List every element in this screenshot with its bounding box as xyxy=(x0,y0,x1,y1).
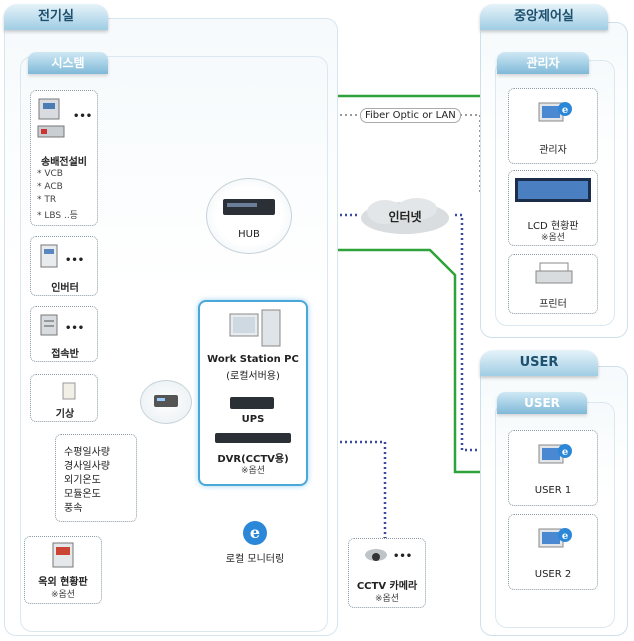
electric-room-tab: 전기실 xyxy=(4,4,108,30)
dvr-icon xyxy=(215,433,291,443)
internet-label: 인터넷 xyxy=(388,210,422,224)
cctv-label: CCTV 카메라 xyxy=(356,581,418,592)
inverter-box[interactable]: ••• 인버터 xyxy=(30,236,98,296)
dots-1: ••• xyxy=(73,111,93,122)
outdoor-board-label: 옥외 현황판 xyxy=(38,577,88,588)
dots-4: ••• xyxy=(393,551,413,562)
switchgear-box[interactable]: ••• 송배전설비 * VCB * ACB * TR * LBS ..등 xyxy=(30,90,98,226)
admin-pc-icon: e xyxy=(538,102,572,122)
cctv-icon xyxy=(365,549,387,561)
printer-icon xyxy=(535,262,573,284)
server-frame: Work Station PC (로컬서버용) UPS DVR(CCTV용) ※… xyxy=(198,300,308,486)
dvr-label: DVR(CCTV용) xyxy=(217,454,289,465)
media-converter[interactable] xyxy=(140,380,192,424)
browser-icon[interactable]: e xyxy=(240,518,270,548)
weather-sensor-icon xyxy=(62,382,76,400)
admin-tab: 관리자 xyxy=(497,52,589,74)
user-inner-tab: USER xyxy=(497,392,587,414)
user1-box[interactable]: e USER 1 xyxy=(508,430,598,506)
inverter-icon xyxy=(40,244,58,268)
switchgear-item-3: * TR xyxy=(37,195,57,205)
svg-text:e: e xyxy=(562,531,568,542)
lcd-label: LCD 현황판 xyxy=(527,221,579,232)
weather-items-box: 수평일사량 경사일사량 외기온도 모듈온도 풍속 xyxy=(55,434,137,522)
junction-box[interactable]: ••• 접속반 xyxy=(30,306,98,362)
dots-3: ••• xyxy=(65,323,85,334)
converter-icon xyxy=(154,395,178,407)
user1-pc-icon: e xyxy=(538,444,572,464)
hub-label: HUB xyxy=(238,229,260,240)
lcd-option: ※옵션 xyxy=(540,233,566,243)
user2-pc-icon: e xyxy=(538,528,572,548)
cloud-icon xyxy=(361,198,449,234)
workstation-label: Work Station PC xyxy=(207,354,299,365)
cctv-box[interactable]: ••• CCTV 카메라 ※옵션 xyxy=(348,538,426,608)
cctv-option: ※옵션 xyxy=(374,594,400,604)
outdoor-board-box[interactable]: 옥외 현황판 ※옵션 xyxy=(24,536,102,604)
inverter-label: 인버터 xyxy=(51,283,79,294)
svg-text:e: e xyxy=(250,523,260,542)
user2-box[interactable]: e USER 2 xyxy=(508,514,598,590)
admin-pc-label: 관리자 xyxy=(539,145,567,156)
workstation-sub: (로컬서버용) xyxy=(226,371,280,382)
user2-label: USER 2 xyxy=(534,569,572,580)
switchgear-item-2: * ACB xyxy=(37,182,63,192)
switchgear-label: 송배전설비 xyxy=(41,157,87,168)
control-room-tab: 중앙제어실 xyxy=(480,4,608,30)
fiber-label: Fiber Optic or LAN xyxy=(360,108,461,123)
ups-icon xyxy=(230,397,274,409)
svg-text:e: e xyxy=(562,105,568,116)
breaker-icon xyxy=(37,125,65,138)
outdoor-board-option: ※옵션 xyxy=(50,590,76,600)
dvr-option: ※옵션 xyxy=(240,466,266,476)
weather-box[interactable]: 기상 xyxy=(30,374,98,422)
outdoor-board-icon xyxy=(52,542,74,568)
printer-box[interactable]: 프린터 xyxy=(508,254,598,314)
hub-icon xyxy=(223,199,275,215)
weather-item-1: 수평일사량 xyxy=(64,447,110,458)
switchgear-icon xyxy=(38,98,60,120)
user-outer-tab: USER xyxy=(480,350,598,376)
weather-item-2: 경사일사량 xyxy=(64,461,110,472)
internet-cloud[interactable]: 인터넷 xyxy=(355,196,455,236)
switchgear-item-1: * VCB xyxy=(37,169,63,179)
system-tab: 시스템 xyxy=(28,52,108,74)
dots-2: ••• xyxy=(65,255,85,266)
weather-item-5: 풍속 xyxy=(64,503,83,514)
svg-text:e: e xyxy=(562,447,568,458)
local-monitoring-label: 로컬 모니터링 xyxy=(225,554,285,565)
weather-label: 기상 xyxy=(55,409,75,420)
lcd-icon xyxy=(515,178,591,202)
printer-label: 프린터 xyxy=(539,299,567,310)
hub-node[interactable]: HUB xyxy=(206,178,292,254)
junction-label: 접속반 xyxy=(51,349,79,360)
user1-label: USER 1 xyxy=(534,485,572,496)
admin-pc-box[interactable]: e 관리자 xyxy=(508,88,598,164)
lcd-box[interactable]: LCD 현황판 ※옵션 xyxy=(508,170,598,246)
junction-icon xyxy=(40,314,58,336)
ups-label: UPS xyxy=(241,414,265,425)
switchgear-item-4: * LBS ..등 xyxy=(37,211,78,221)
weather-item-3: 외기온도 xyxy=(64,475,101,486)
weather-item-4: 모듈온도 xyxy=(64,489,101,500)
workstation-icon xyxy=(229,309,281,347)
